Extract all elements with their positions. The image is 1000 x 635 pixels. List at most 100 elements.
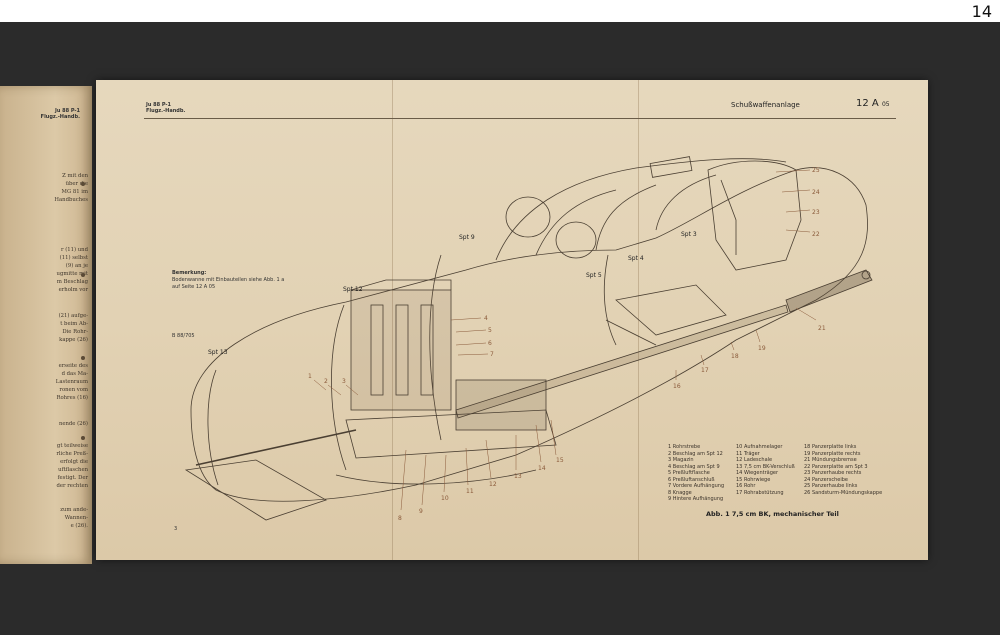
left-page-text-line: (9) an je <box>65 263 88 269</box>
callout-number: 7 <box>490 351 494 358</box>
left-page-text-line: erseite des <box>58 363 88 369</box>
legend-item: 23 Panzerhaube rechts <box>804 470 862 476</box>
left-page-text-line: gt teilweise <box>56 443 88 449</box>
manual-page: Ju 88 P-1 Flugz.-Handb. Schußwaffenanlag… <box>96 80 928 560</box>
callout-number: 23 <box>812 209 820 216</box>
legend-item: 5 Preßluftflasche <box>668 470 710 476</box>
legend-item: 26 Sandsturm-Mündungskappe <box>804 489 883 496</box>
left-page-text-line: Rohres (16) <box>56 395 88 401</box>
header-rule <box>144 118 896 119</box>
callout-number: 10 <box>441 495 449 502</box>
left-page-text-line: Lastenraum <box>55 379 88 385</box>
callout-number: 5 <box>488 327 492 334</box>
frame-label: Spt 5 <box>586 272 602 279</box>
callout-number: 15 <box>556 457 564 464</box>
left-page-text-line: m Beschlag <box>56 279 88 285</box>
legend-item: 25 Panzerhaube links <box>804 483 858 489</box>
legend-column-1: 1 Rohrstrebe 2 Beschlag am Spt 12 3 Maga… <box>668 444 724 503</box>
callout-number: 22 <box>812 231 820 238</box>
viewer-top-bar: 14 <box>0 0 1000 22</box>
legend-item: 14 Wiegenträger <box>736 470 779 476</box>
legend-item: 17 Rohrabstützung <box>736 489 784 496</box>
left-page-text-line: (21) aufge- <box>58 313 88 319</box>
frame-label: Spt 13 <box>208 349 228 356</box>
callout-number: 11 <box>466 488 474 495</box>
legend-item: 11 Träger <box>736 450 760 457</box>
page-number: 14 <box>971 2 992 21</box>
left-page-text-line: Z mit den <box>62 173 88 179</box>
binder-hole <box>81 436 85 440</box>
left-page-text-line: erfolgt die <box>60 459 88 465</box>
legend-item: 13 7,5 cm BK-Verschluß <box>736 463 795 470</box>
left-page-text-line: festigt. Der <box>57 475 88 481</box>
drawing-number: B 88/705 <box>172 333 195 339</box>
legend-item: 4 Beschlag am Spt 9 <box>668 463 720 470</box>
left-page-text-line: der rechten <box>56 483 88 489</box>
frame-label: Spt 12 <box>343 286 363 293</box>
left-page-text-line: uftflaschen <box>58 467 88 473</box>
frame-label: Spt 9 <box>459 234 475 241</box>
left-page-text-line: Die Rohr- <box>62 329 88 335</box>
legend-item: 1 Rohrstrebe <box>668 444 701 450</box>
legend-item: 6 Preßluftanschluß <box>668 476 715 483</box>
corner-number: 3 <box>174 526 178 532</box>
callout-number: 17 <box>701 367 709 374</box>
callout-number: 16 <box>673 383 681 390</box>
left-page-text-line: MG 81 im <box>61 189 88 195</box>
legend-item: 9 Hintere Aufhängung <box>668 496 724 502</box>
legend-item: 16 Rohr <box>736 483 756 489</box>
left-page-text-line: e (26). <box>70 523 88 529</box>
frame-label: Spt 3 <box>681 231 697 238</box>
section-code: 12 A 05 <box>856 98 890 109</box>
legend-column-3: 18 Panzerplatte links 19 Panzerplatte re… <box>804 444 882 496</box>
figure-caption: Abb. 1 7,5 cm BK, mechanischer Teil <box>706 510 839 518</box>
callout-number: 2 <box>324 378 328 385</box>
callout-number: 9 <box>419 508 423 515</box>
left-page-text-line: Handbuches <box>54 197 88 203</box>
left-page-text-line: rliche Preß- <box>56 451 88 457</box>
legend-item: 21 Mündungsbremse <box>804 457 857 463</box>
left-page-text-line: d das Ma- <box>61 371 88 377</box>
callout-number: 1 <box>308 373 312 380</box>
left-page-text-line: ronen vom <box>59 387 88 393</box>
legend-item: 24 Panzerscheibe <box>804 476 848 483</box>
left-page-text-line: über die <box>65 181 88 187</box>
legend-item: 10 Aufnahmelager <box>736 444 783 450</box>
callout-number: 8 <box>398 515 402 522</box>
callout-number: 18 <box>731 353 739 360</box>
binder-hole <box>81 182 85 186</box>
left-page-text-line: ugmitte mit <box>56 271 88 277</box>
binder-hole <box>81 273 85 277</box>
page-header-left: Ju 88 P-1 Flugz.-Handb. <box>146 102 186 114</box>
callout-number: 19 <box>758 345 766 352</box>
left-page-text-line: nende (26) <box>58 421 88 427</box>
left-page-text-line: kappe (26) <box>59 337 88 343</box>
legend-item: 2 Beschlag am Spt 12 <box>668 450 723 457</box>
legend-item: 8 Knagge <box>668 489 692 496</box>
legend-item: 3 Magazin <box>668 457 694 463</box>
left-page-text-line: Wannen- <box>64 515 88 521</box>
legend-item: 22 Panzerplatte am Spt 3 <box>804 463 868 470</box>
callout-number: 13 <box>514 473 522 480</box>
frame-label: Spt 4 <box>628 255 644 262</box>
callout-number: 25 <box>812 167 820 174</box>
section-title: Schußwaffenanlage <box>731 101 800 109</box>
left-page-text-line: (11) selbst <box>59 255 88 261</box>
binder-hole <box>81 356 85 360</box>
callout-number: 24 <box>812 189 820 196</box>
legend-item: 15 Rohrwiege <box>736 476 771 483</box>
callout-number: 12 <box>489 481 497 488</box>
left-page-text-line: erholm vor <box>58 287 88 293</box>
callout-number: 14 <box>538 465 546 472</box>
callout-number: 6 <box>488 340 492 347</box>
legend-item: 7 Vordere Aufhängung <box>668 483 725 489</box>
legend-item: 18 Panzerplatte links <box>804 444 857 450</box>
callout-number: 21 <box>818 325 826 332</box>
left-page-text-line: t beim Ab- <box>60 321 88 327</box>
callout-number: 3 <box>342 378 346 385</box>
remark-note: Bemerkung: Bodenwanne mit Einbauteilen s… <box>172 270 285 290</box>
legend-column-2: 10 Aufnahmelager 11 Träger 12 Ladeschale… <box>736 444 795 496</box>
legend-item: 19 Panzerplatte rechts <box>804 450 861 457</box>
